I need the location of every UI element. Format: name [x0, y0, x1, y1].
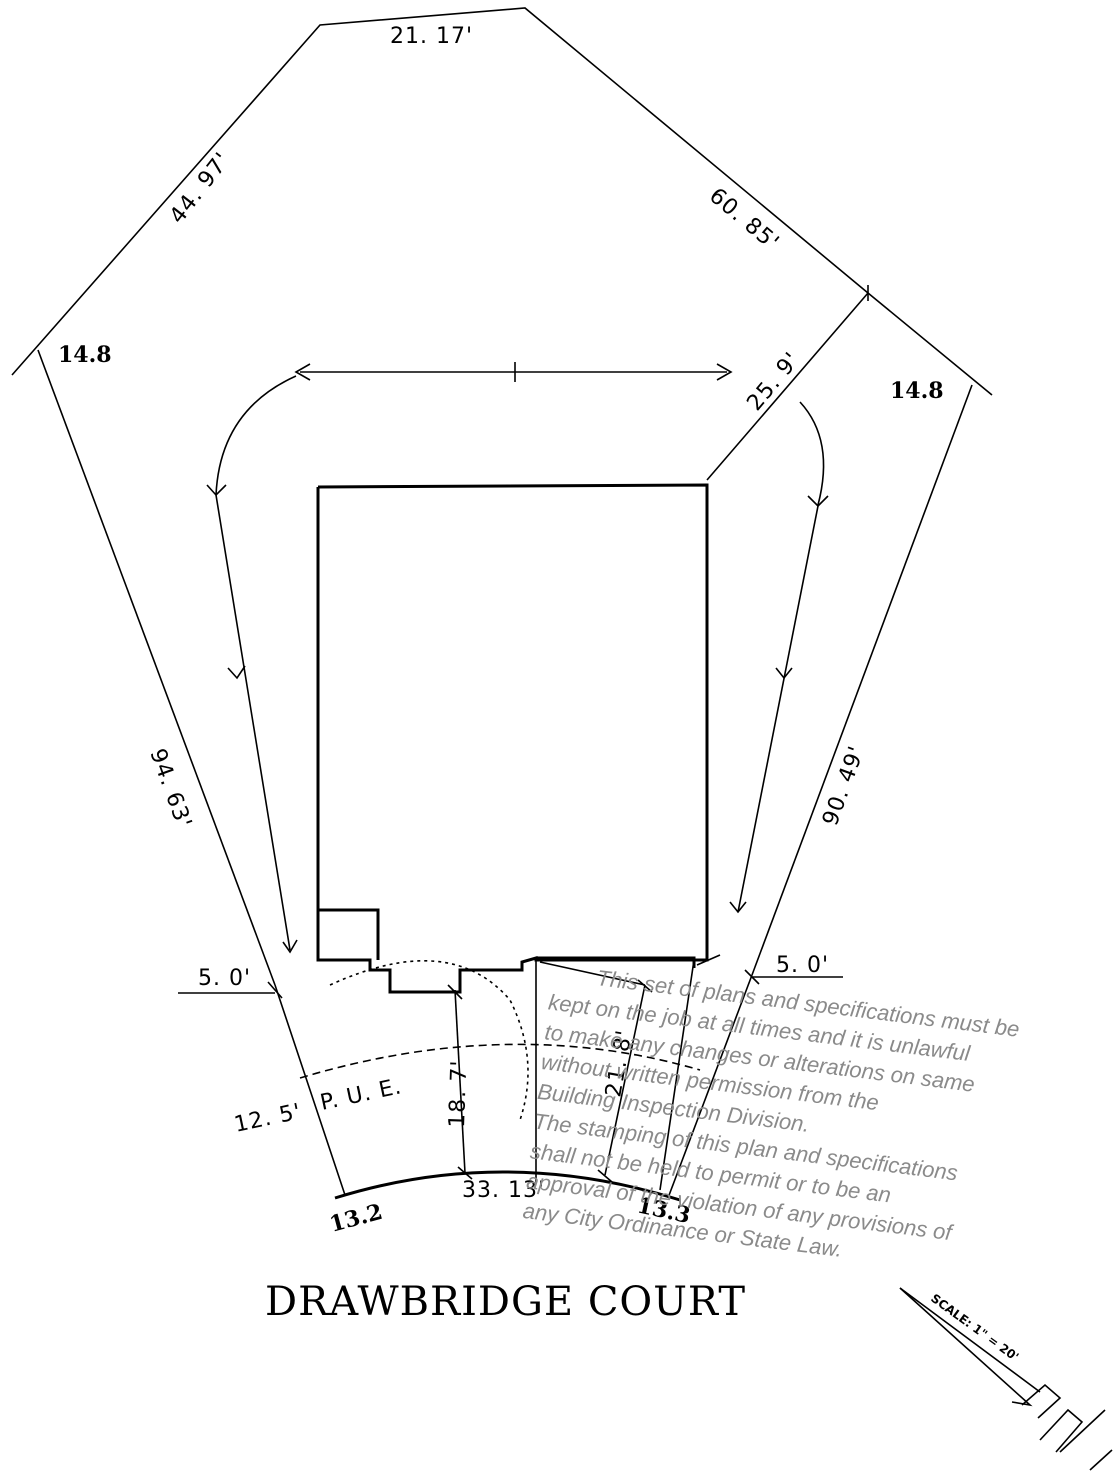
- dim-setback-right: 5. 0': [776, 953, 829, 978]
- dim-setback-left: 5. 0': [198, 966, 251, 991]
- dim-right-notch: 25. 9': [742, 348, 805, 416]
- elevation-rear-right: 14.8: [890, 378, 944, 404]
- elevation-rear-left: 14.8: [58, 342, 112, 368]
- easement-line: [299, 1043, 701, 1079]
- drainage-arrows: [206, 362, 829, 966]
- curb-line: [334, 1170, 681, 1202]
- dim-left-side: 94. 63': [144, 746, 196, 833]
- dim-upper-right: 60. 85': [704, 183, 784, 256]
- scale-label: SCALE: 1" = 20': [928, 1291, 1021, 1364]
- scale-indicator: SCALE: 1" = 20': [899, 1287, 1113, 1471]
- dim-frontage: 33. 13': [462, 1178, 545, 1203]
- dim-garage-left: 18. 7': [445, 1059, 472, 1128]
- easement-label: P. U. E.: [318, 1074, 404, 1116]
- house-footprint: [316, 483, 709, 994]
- elevation-front-left: 13.2: [327, 1199, 385, 1238]
- easement-curve: [329, 960, 529, 1121]
- property-boundary: [11, 7, 993, 1199]
- approval-stamp: This set of plans and specifications mus…: [521, 965, 1020, 1262]
- dim-right-side: 90. 49': [818, 742, 870, 829]
- street-name: DRAWBRIDGE COURT: [265, 1279, 746, 1325]
- driveway-lines: [447, 959, 695, 1191]
- dim-top: 21. 17': [390, 24, 473, 49]
- dim-easement: 12. 5': [232, 1099, 304, 1138]
